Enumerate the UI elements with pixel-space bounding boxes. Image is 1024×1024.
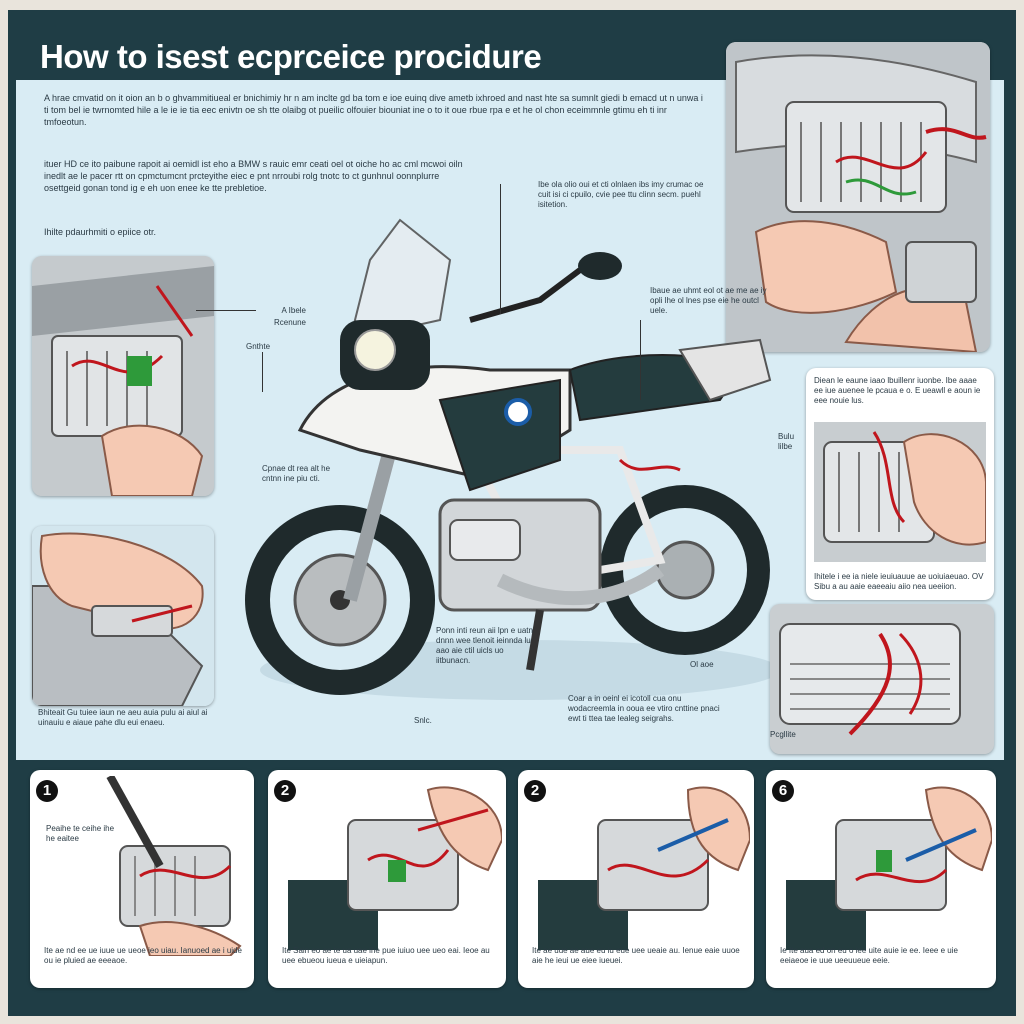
photo-left-connector (32, 526, 214, 706)
callout-left-top-b: Rcenune (273, 318, 306, 327)
callout-center-lower: Ponn inti reun aii lpn e uatn dnnn wee t… (436, 626, 533, 665)
bottom-right-label: Pcgllite (770, 730, 796, 739)
photo-left-engine (32, 256, 214, 496)
callout-left-top-a: A Ibele (281, 306, 306, 315)
callout-right-mid: Ibaue ae uhmt eol ot ae me ae iy opli lh… (650, 286, 767, 315)
intro-paragraph-3: Ihilte pdaurhmiti o epiice otr. (44, 227, 157, 237)
right-note-1: Diean le eaune iaao lbuillenr iuonbe. Ib… (814, 376, 981, 405)
leader-line (500, 184, 501, 314)
page-title: How to isest ecprceice procidure (40, 38, 542, 75)
callout-left-top-c: Gnthte (246, 342, 271, 351)
callout-far-right: Ol aoe (690, 660, 714, 669)
intro-paragraph-2: ituer HD ce ito paibune rapoit ai oemidl… (44, 159, 463, 193)
step-description: Ite ae uue ae aue eu iu eue uee ueaie au… (532, 946, 740, 965)
step-number-badge: 2 (524, 780, 546, 802)
step-number-badge: 2 (274, 780, 296, 802)
motorcycle-illustration (240, 200, 800, 720)
intro-paragraph-1: A hrae cmvatid on it oion an b o ghvammi… (44, 93, 703, 127)
step-number-badge: 1 (36, 780, 58, 802)
step-card: 2 Ite Sain eo ae te ua uae ihe pue iuiuo… (268, 770, 506, 988)
right-note-2: Ihitele i ee ia niele ieuiuauue ae uoiui… (814, 572, 984, 591)
callout-right-tag: Bulu lilbe (778, 432, 795, 451)
step-description: Ite Sain eo ae te ua uae ihe pue iuiuo u… (282, 946, 490, 965)
left-note: Bhiteait Gu tuiee iaun ne aeu auia pulu … (38, 708, 208, 727)
step-description: Ie Ite aua ed on eu o iee uite auie ie e… (780, 946, 958, 965)
photo-right-mid: Diean le eaune iaao lbuillenr iuonbe. Ib… (806, 368, 994, 600)
step-label: Peaihe te ceihe ihe he eaitee (46, 824, 115, 843)
step-card: 1 Peaihe te ceihe ihe he eaitee Ite ae n… (30, 770, 254, 988)
photo-right-bottom (770, 604, 994, 754)
step-card: 2 Ite ae uue ae aue eu iu eue uee ueaie … (518, 770, 754, 988)
step-card: 6 Ie Ite aua ed on eu o iee uite auie ie… (766, 770, 996, 988)
leader-line (196, 310, 256, 311)
callout-top-center: Ibe ola olio oui et cti olnlaen ibs imy … (538, 180, 704, 209)
step-number-badge: 6 (772, 780, 794, 802)
leader-line (640, 320, 641, 400)
photo-engine-wiring-top (726, 42, 990, 352)
step-description: Ite ae nd ee ue iuue ue ueoe ieo uiau. I… (44, 946, 242, 965)
leader-line (262, 352, 263, 392)
callout-lower-center: Snlc. (414, 716, 432, 725)
callout-center-bottom: Coar a in oeinl ei icotoll cua onu wodac… (568, 694, 720, 723)
callout-center-left: Cpnae dt rea alt he cntnn ine piu cti. (262, 464, 331, 483)
